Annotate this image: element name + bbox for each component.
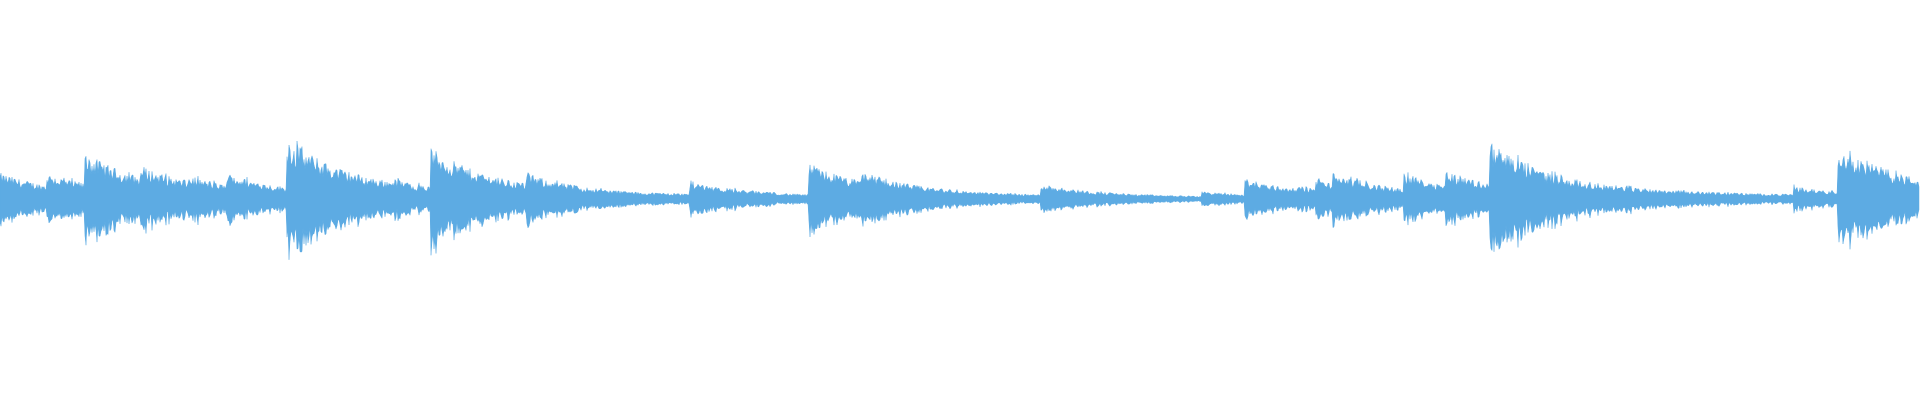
waveform-shape [0, 140, 1920, 260]
